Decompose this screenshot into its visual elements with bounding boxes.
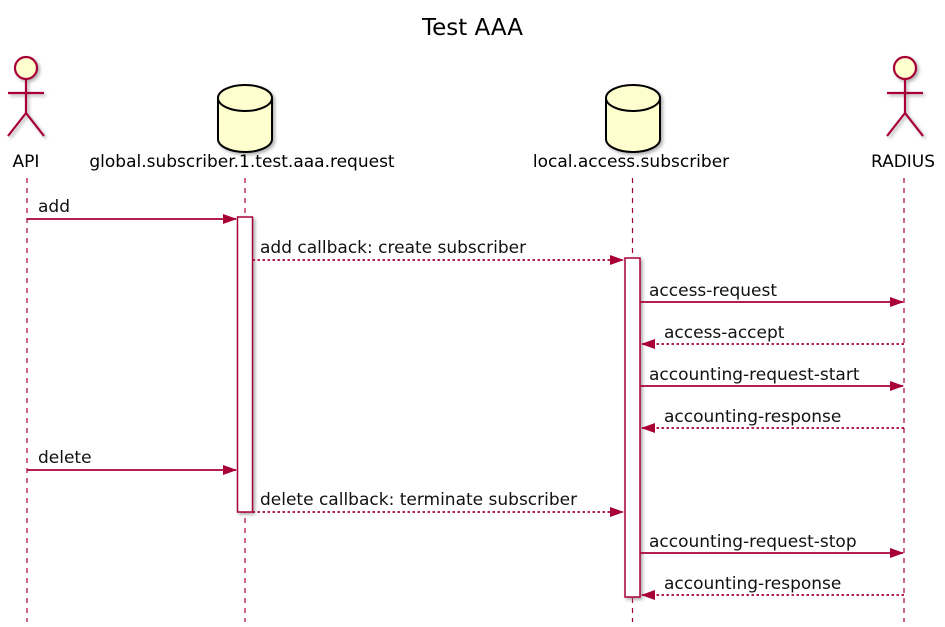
participant-label-radius: RADIUS [870, 152, 936, 172]
message-label-accounting-response-2: accounting-response [664, 574, 842, 594]
participant-label-api: API [12, 152, 40, 172]
message-label-access-accept: access-accept [664, 323, 785, 343]
message-label-accounting-response-1: accounting-response [664, 407, 842, 427]
diagram-title: Test AAA [421, 15, 524, 41]
participant-label-global-subscriber: global.subscriber.1.test.aaa.request [89, 152, 395, 172]
activation-bar-local-access-subscriber [624, 257, 641, 598]
database-icon-local-access-subscriber [605, 84, 661, 153]
message-label-accounting-request-stop: accounting-request-stop [649, 532, 857, 552]
actor-icon-radius [886, 55, 924, 137]
participant-label-local-access-subscriber: local.access.subscriber [532, 152, 730, 172]
message-label-accounting-request-start: accounting-request-start [649, 365, 860, 385]
message-label-delete: delete [38, 448, 92, 468]
actor-icon-api [7, 55, 45, 137]
message-label-access-request: access-request [649, 281, 778, 301]
database-icon-global-subscriber [217, 84, 273, 153]
message-label-add: add [38, 197, 70, 217]
activation-bar-global-subscriber [236, 216, 254, 513]
message-label-delete-callback: delete callback: terminate subscriber [260, 490, 578, 510]
message-label-add-callback: add callback: create subscriber [260, 238, 527, 258]
